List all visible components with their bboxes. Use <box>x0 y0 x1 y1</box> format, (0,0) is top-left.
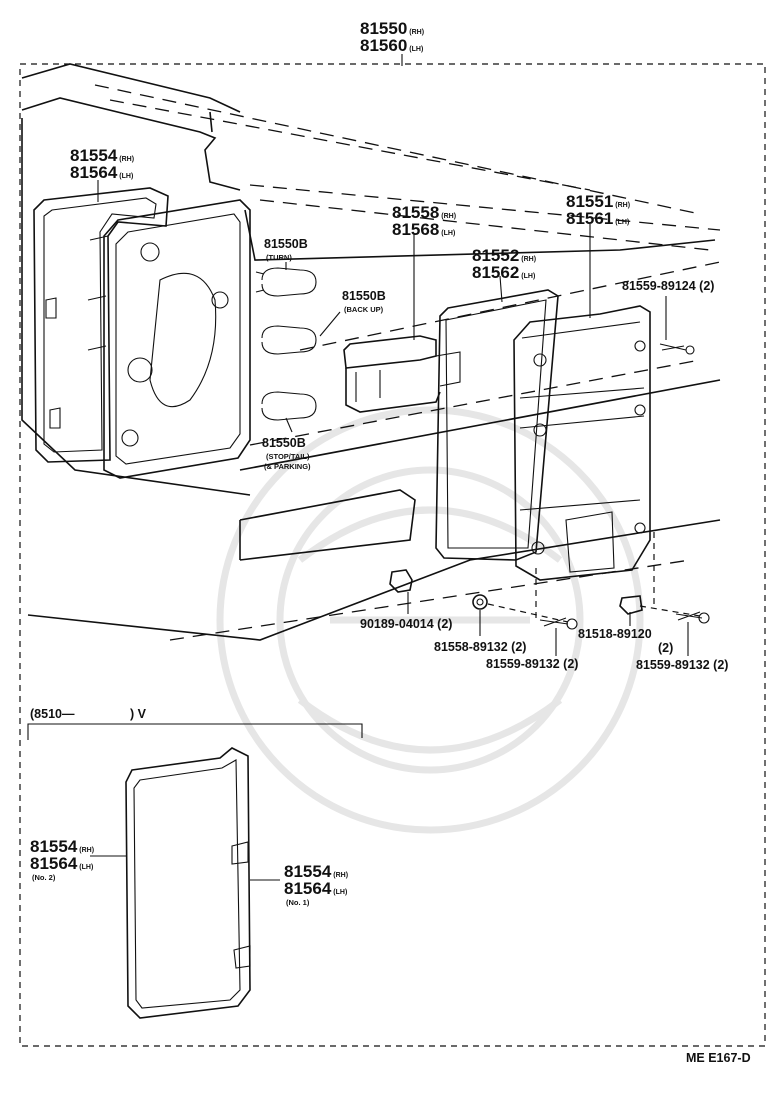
svg-text:81564(LH): 81564(LH) <box>70 163 133 182</box>
gasket-no2-rh: 81554 <box>30 837 78 856</box>
small-lens-rh: 81558 <box>392 203 439 222</box>
bulb-stop-code: 81550B <box>262 436 306 450</box>
svg-text:81554(RH): 81554(RH) <box>284 862 348 881</box>
svg-text:81554(RH): 81554(RH) <box>30 837 94 856</box>
bulb-stop-note1: (STOP/TAIL) <box>266 452 310 461</box>
watermark-emblem <box>216 406 644 834</box>
vehicle-body <box>21 63 721 641</box>
gasket-no1-lh-suffix: (LH) <box>333 889 347 896</box>
variant-close: ) V <box>130 707 147 721</box>
screw-mid-part <box>539 617 578 630</box>
label-bulb-turn: 81550B (TURN) <box>264 237 308 262</box>
bulb-backup-note: (BACK UP) <box>344 305 384 314</box>
label-upper-gasket: 81554(RH) 81564(LH) <box>70 146 134 182</box>
nut-part <box>472 594 488 610</box>
bulb-turn-note: (TURN) <box>266 253 292 262</box>
label-lens-gasket: 81552(RH) 81562(LH) <box>472 246 536 282</box>
label-main-lens: 81551(RH) 81561(LH) <box>566 192 630 228</box>
bulb-turn-code: 81550B <box>264 237 308 251</box>
svg-text:81568(LH): 81568(LH) <box>392 220 455 239</box>
clip-label: 90189-04014 (2) <box>360 617 452 631</box>
lens-gasket-rh: 81552 <box>472 246 519 265</box>
bulb-backup-code: 81550B <box>342 289 386 303</box>
main-lens-rh-suffix: (RH) <box>615 202 630 209</box>
upper-gasket-lh-suffix: (LH) <box>119 173 133 180</box>
label-variant-range: (8510— ) V <box>30 707 147 721</box>
gasket-no2-note: (No. 2) <box>32 873 56 882</box>
retainer-part <box>619 595 643 615</box>
upper-gasket-lh: 81564 <box>70 163 118 182</box>
bulb-backup <box>261 325 317 355</box>
label-bulb-backup: 81550B (BACK UP) <box>342 289 386 314</box>
main-part-lh: 81560 <box>360 36 407 55</box>
screw-right-label: 81559-89132 (2) <box>636 658 728 672</box>
retainer-code: 81518-89120 <box>578 627 652 641</box>
svg-text:81562(LH): 81562(LH) <box>472 263 535 282</box>
svg-text:81560(LH): 81560(LH) <box>360 36 423 55</box>
main-part-rh: 81550 <box>360 19 407 38</box>
bulb-stop-note2: (& PARKING) <box>264 462 311 471</box>
main-lens-lh-suffix: (LH) <box>615 219 629 226</box>
svg-text:81564(LH): 81564(LH) <box>284 879 347 898</box>
gasket-no1-lh: 81564 <box>284 879 332 898</box>
main-lens-lh: 81561 <box>566 209 613 228</box>
main-lens-rh: 81551 <box>566 192 613 211</box>
small-lens-part <box>343 335 461 413</box>
small-lens-rh-suffix: (RH) <box>441 213 456 220</box>
leader-lines <box>97 54 689 656</box>
svg-text:81561(LH): 81561(LH) <box>566 209 629 228</box>
gasket-no2-rh-suffix: (RH) <box>79 847 94 854</box>
label-small-lens: 81558(RH) 81568(LH) <box>392 203 456 239</box>
screw-top-label: 81559-89124 (2) <box>622 279 714 293</box>
gasket-no1-rh: 81554 <box>284 862 332 881</box>
lens-gasket-lh-suffix: (LH) <box>521 273 535 280</box>
label-gasket-no1: 81554(RH) 81564(LH) (No. 1) <box>284 862 348 907</box>
svg-text:81551(RH): 81551(RH) <box>566 192 630 211</box>
svg-text:81558(RH): 81558(RH) <box>392 203 456 222</box>
outer-frame <box>19 63 766 1047</box>
main-part-rh-suffix: (RH) <box>409 29 424 36</box>
gasket-no2-lh: 81564 <box>30 854 78 873</box>
gasket-no2-lh-suffix: (LH) <box>79 864 93 871</box>
label-gasket-no2: 81554(RH) 81564(LH) (No. 2) <box>30 837 94 882</box>
nut-label: 81558-89132 (2) <box>434 640 526 654</box>
figure-code: ME E167-D <box>686 1051 751 1065</box>
svg-text:81554(RH): 81554(RH) <box>70 146 134 165</box>
main-part-lh-suffix: (LH) <box>409 46 423 53</box>
bulb-turn <box>255 267 317 297</box>
label-main-part: 81550(RH) 81560(LH) <box>360 19 424 55</box>
svg-text:81550(RH): 81550(RH) <box>360 19 424 38</box>
upper-gasket-rh: 81554 <box>70 146 118 165</box>
retainer-qty: (2) <box>658 641 673 655</box>
variant-section <box>27 723 363 1019</box>
screw-mid-label: 81559-89132 (2) <box>486 657 578 671</box>
main-lens-part <box>513 305 651 581</box>
gasket-no1-rh-suffix: (RH) <box>333 872 348 879</box>
variant-open: (8510— <box>30 707 75 721</box>
small-lens-lh-suffix: (LH) <box>441 230 455 237</box>
small-lens-lh: 81568 <box>392 220 439 239</box>
label-retainer: 81518-89120 (2) <box>578 627 673 655</box>
label-bulb-stop: 81550B (STOP/TAIL) (& PARKING) <box>262 436 311 471</box>
clip-part <box>389 569 413 593</box>
lens-gasket-rh-suffix: (RH) <box>521 256 536 263</box>
svg-text:81552(RH): 81552(RH) <box>472 246 536 265</box>
screw-right-part <box>675 611 710 624</box>
gasket-no1-note: (No. 1) <box>286 898 310 907</box>
screw-top-part <box>659 343 695 355</box>
upper-gasket-rh-suffix: (RH) <box>119 156 134 163</box>
lamp-housing-part <box>87 199 251 479</box>
lens-gasket-lh: 81562 <box>472 263 519 282</box>
bulb-stop-tail <box>261 391 317 421</box>
svg-text:81564(LH): 81564(LH) <box>30 854 93 873</box>
